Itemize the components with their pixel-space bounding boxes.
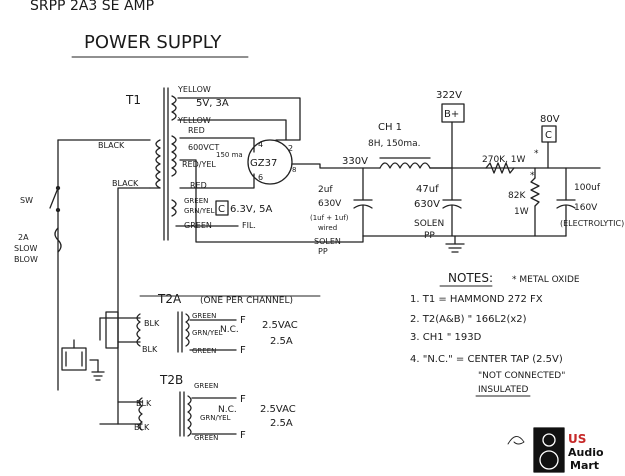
t2b-green2: GREEN (194, 434, 218, 442)
t1-redyel: RED/YEL (182, 160, 216, 169)
fuse-symbol (54, 227, 62, 253)
notes-metal: * METAL OXIDE (512, 275, 580, 285)
c2-val: 47uf (416, 184, 439, 195)
c2-v: 630V (414, 199, 440, 210)
fuse-slow: SLOW (14, 244, 38, 253)
c3-type: (ELECTROLYTIC) (560, 219, 624, 228)
rectifier-tube (247, 139, 293, 185)
t2a-amp: 2.5A (270, 336, 293, 347)
r2-w: 1W (514, 207, 529, 217)
t1-red2: RED (190, 181, 207, 190)
t2b-label: T2B (159, 373, 183, 387)
logo-line3: Mart (570, 459, 599, 472)
t1-600vct: 600VCT (188, 143, 219, 152)
subtitle: POWER SUPPLY (84, 32, 222, 53)
t2a-green1: GREEN (192, 312, 216, 320)
fuse-2a: 2A (18, 233, 29, 242)
sw-label: SW (20, 196, 33, 205)
pin6: 6 (258, 173, 263, 182)
v80: 80V (540, 114, 560, 125)
c1-val: 2uf (318, 185, 333, 195)
t1-5v: 5V, 3A (196, 98, 229, 109)
t2b-f2: F (240, 430, 246, 441)
t2a-nc: N.C. (220, 325, 239, 335)
t2a-f1: F (240, 315, 246, 326)
c1-note: (1uf + 1uf) (310, 214, 349, 222)
node-c2-box (541, 125, 557, 143)
resistor-r1 (485, 162, 515, 174)
pin8: 8 (292, 166, 296, 174)
note-1: 1. T1 = HAMMOND 272 FX (410, 294, 543, 305)
t2a-f2: F (240, 345, 246, 356)
pin4: 4 (258, 140, 263, 149)
t2b-nc: N.C. (218, 405, 237, 415)
terminal-block (105, 311, 119, 349)
note-4: 4. "N.C." = CENTER TAP (2.5V) (410, 354, 563, 365)
c1-v: 630V (318, 199, 342, 209)
t2b-grnyel: GRN/YEL (200, 414, 231, 422)
notes-heading: NOTES: (448, 271, 493, 285)
t2b-f1: F (240, 394, 246, 405)
note-2: 2. T2(A&B) " 166L2(x2) (410, 314, 527, 325)
prim-black2: BLACK (112, 179, 139, 188)
t2b-green1: GREEN (194, 382, 218, 390)
v330: 330V (342, 156, 368, 167)
v322: 322V (436, 90, 462, 101)
t1-yellow1: YELLOW (177, 85, 211, 94)
note-3: 3. CH1 " 193D (410, 332, 482, 343)
ch1-label: CH 1 (378, 122, 402, 133)
pin2: 2 (288, 144, 293, 153)
logo-line1: US (568, 432, 586, 446)
t2b-blk1: BLK (136, 399, 152, 408)
note-4c: INSULATED (478, 385, 529, 395)
c1-type2: PP (318, 247, 328, 256)
t1-fil-v: 6.3V, 5A (230, 204, 272, 215)
r2-label: 82K (508, 191, 526, 201)
t1-node-c: C (218, 204, 225, 215)
t1-red1: RED (188, 126, 205, 135)
bplus: B+ (444, 109, 459, 120)
switch (49, 187, 59, 209)
note-4b: "NOT CONNECTED" (478, 371, 565, 381)
t2b-vac: 2.5VAC (260, 404, 296, 415)
r1-mark: * (534, 149, 539, 159)
t2b-blk2: BLK (134, 423, 150, 432)
choke-ch1 (379, 162, 431, 169)
c3-v: 160V (574, 203, 598, 213)
t1-label: T1 (125, 93, 141, 107)
us-audio-mart-logo: US Audio Mart (507, 427, 604, 473)
c3-val: 100uf (574, 183, 601, 193)
t2a-label: T2A (157, 292, 182, 306)
t2b-amp: 2.5A (270, 418, 293, 429)
t2a-blk2: BLK (142, 345, 158, 354)
t2a-grnyel: GRN/YEL (192, 329, 223, 337)
rectifier-label: GZ37 (250, 158, 277, 169)
r1-label: 270K, 1W (482, 155, 526, 165)
t1-node-c-box (215, 200, 229, 216)
t1-grnyel: GRN/YEL (184, 207, 215, 215)
t2a-green2: GREEN (192, 347, 216, 355)
resistor-r2 (530, 177, 540, 207)
t2a-note: (ONE PER CHANNEL) (200, 296, 293, 306)
prim-black1: BLACK (98, 141, 125, 150)
node-c2: C (545, 130, 552, 141)
logo-line2: Audio (568, 446, 604, 459)
r2-mark: * (530, 171, 535, 181)
c2-type: SOLEN (414, 219, 444, 229)
bplus-box (441, 103, 465, 123)
ch1-spec: 8H, 150ma. (368, 139, 421, 149)
title-partial: SRPP 2A3 SE AMP (30, 0, 154, 14)
t2a-vac: 2.5VAC (262, 320, 298, 331)
t2a-blk1: BLK (144, 319, 160, 328)
t1-fil: FIL. (242, 221, 256, 230)
fuse-blow: BLOW (14, 255, 38, 264)
t1-150ma: 150 ma (216, 151, 243, 159)
c1-note2: wired (318, 224, 337, 232)
